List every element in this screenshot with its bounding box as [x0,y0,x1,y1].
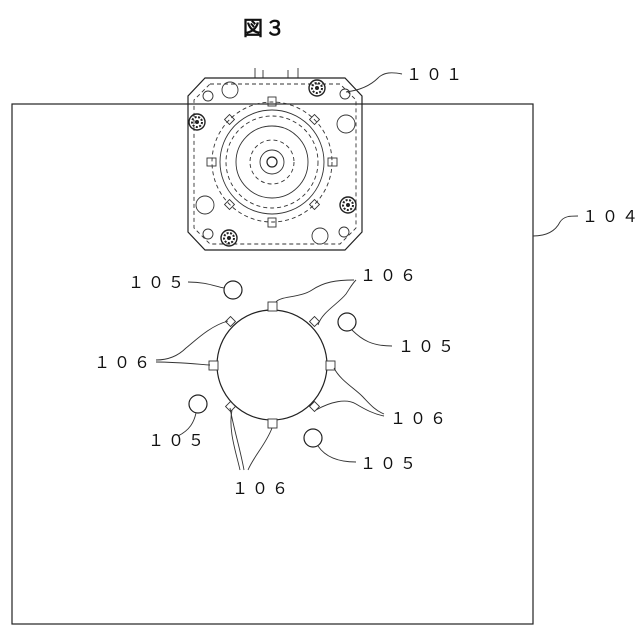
leader-105-a [188,282,224,288]
motor-101 [188,68,362,250]
leader-106-left [156,321,228,360]
screw-heads [189,80,356,246]
plate-104 [12,104,533,624]
leader-101 [346,73,402,92]
hole-105-top-left [224,281,242,299]
label-106-right: １０６ [390,409,450,428]
hole-105-bottom-right [304,429,322,447]
leader-105-b [352,330,392,346]
label-104: １０４ [582,207,640,226]
hole-105-right [338,313,356,331]
label-105-d: １０５ [360,454,420,473]
label-106-bottom: １０６ [232,479,292,498]
label-106-top: １０６ [360,266,420,285]
label-106-left: １０６ [94,353,154,372]
label-105-c: １０５ [148,431,208,450]
leader-106-right-2 [316,401,384,416]
leader-106-bottom-2 [248,428,272,470]
label-101: １０１ [406,65,466,84]
leader-106-bottom [230,408,244,470]
leader-105-d [318,446,356,462]
leader-106-top [276,280,354,302]
label-105-b: １０５ [398,337,458,356]
leader-106-top-2 [318,280,356,325]
label-105-a: １０５ [128,273,188,292]
leader-106-right [334,368,384,414]
leader-106-left-2 [156,362,210,365]
hole-105-bottom-left [189,395,207,413]
leader-104 [533,216,578,236]
